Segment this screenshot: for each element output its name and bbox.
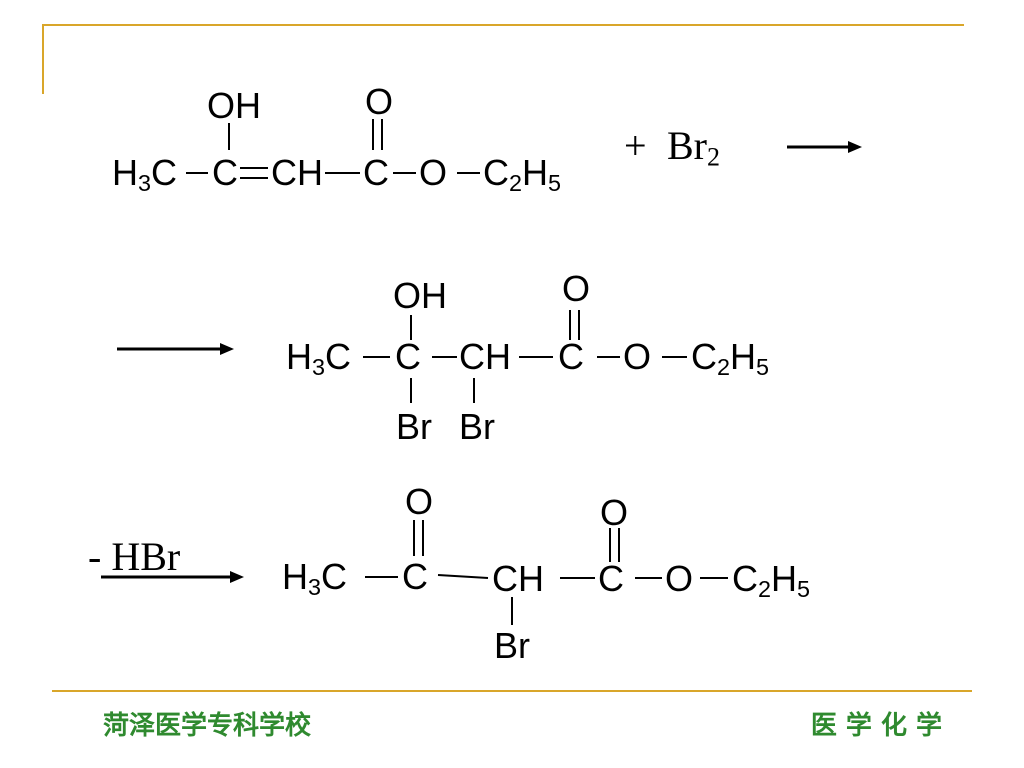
r3-ketone-o-label: O bbox=[405, 481, 434, 522]
footer-divider-line bbox=[52, 690, 972, 692]
r1-ethyl-h: H bbox=[522, 152, 549, 193]
r3-ch-group: CH bbox=[492, 558, 544, 599]
r3-h3c-group: H3C bbox=[282, 559, 347, 599]
r2-bromine-2: Br bbox=[459, 406, 495, 447]
r2-ester-oxygen: O bbox=[623, 336, 652, 377]
r1-reagent-subscript: 2 bbox=[707, 142, 720, 172]
r1-ethyl-group: C2H5 bbox=[483, 155, 561, 195]
r3-bond-c-ch bbox=[437, 574, 489, 579]
r2-h3c-subscript: 3 bbox=[312, 353, 326, 380]
r2-h3c-group: H3C bbox=[286, 339, 351, 379]
r3-ethyl-h-subscript: 5 bbox=[797, 575, 811, 602]
r1-ester-carbon: C bbox=[363, 152, 389, 193]
r3-bromine: Br bbox=[494, 625, 530, 666]
r3-ketone-carbon: C bbox=[402, 556, 428, 597]
r3-ethyl-c-subscript: 2 bbox=[758, 575, 772, 602]
r1-h3c-c: C bbox=[151, 152, 178, 193]
r2-h3c-c: C bbox=[325, 336, 352, 377]
r2-oh-label: OH bbox=[393, 275, 447, 316]
left-border-line bbox=[42, 24, 44, 94]
r1-ch-group: CH bbox=[271, 152, 323, 193]
r3-arrow-label: - HBr bbox=[88, 534, 181, 579]
r1-h3c-group: H3C bbox=[112, 155, 177, 195]
r2-ethyl-c: C bbox=[691, 336, 717, 377]
r2-carbonyl-o-label: O bbox=[562, 268, 591, 309]
r1-h3c-h: H bbox=[112, 152, 138, 193]
r2-bromine-1: Br bbox=[396, 406, 432, 447]
r2-alpha-carbon: C bbox=[395, 336, 421, 377]
r2-ethyl-h: H bbox=[730, 336, 757, 377]
r3-ester-carbon: C bbox=[598, 558, 624, 599]
r3-ester-oxygen: O bbox=[665, 558, 694, 599]
r3-h3c-h: H bbox=[282, 556, 308, 597]
r3-ethyl-h: H bbox=[771, 558, 798, 599]
r3-ethyl-group: C2H5 bbox=[732, 561, 810, 601]
r1-ethyl-c-subscript: 2 bbox=[509, 169, 523, 196]
r1-h3c-subscript: 3 bbox=[138, 169, 152, 196]
r2-ethyl-h-subscript: 5 bbox=[756, 353, 770, 380]
r2-ethyl-c-subscript: 2 bbox=[717, 353, 731, 380]
r1-carbonyl-o-label: O bbox=[365, 81, 394, 122]
r2-ester-carbon: C bbox=[558, 336, 584, 377]
top-border-line bbox=[42, 24, 964, 26]
r2-ch-group: CH bbox=[459, 336, 511, 377]
r2-h3c-h: H bbox=[286, 336, 312, 377]
r1-reagent-br: Br bbox=[667, 123, 707, 168]
r1-oh-label: OH bbox=[207, 85, 261, 126]
r3-carbonyl-o-label: O bbox=[600, 492, 629, 533]
r1-enol-carbon: C bbox=[212, 152, 238, 193]
r3-arrowhead bbox=[230, 571, 244, 583]
r1-plus-sign: + bbox=[624, 123, 647, 168]
r3-h3c-c: C bbox=[321, 556, 348, 597]
r1-ethyl-h-subscript: 5 bbox=[548, 169, 562, 196]
r2-arrowhead bbox=[220, 343, 234, 355]
r3-h3c-subscript: 3 bbox=[308, 573, 322, 600]
r2-ethyl-group: C2H5 bbox=[691, 339, 769, 379]
r1-reagent-br2: Br2 bbox=[667, 126, 720, 171]
footer-school-name: 菏泽医学专科学校 bbox=[103, 711, 312, 741]
r1-arrowhead bbox=[848, 141, 862, 153]
r3-ethyl-c: C bbox=[732, 558, 758, 599]
r1-ethyl-c: C bbox=[483, 152, 509, 193]
r1-ester-oxygen: O bbox=[419, 152, 448, 193]
footer-course-name: 医 学 化 学 bbox=[810, 711, 942, 741]
